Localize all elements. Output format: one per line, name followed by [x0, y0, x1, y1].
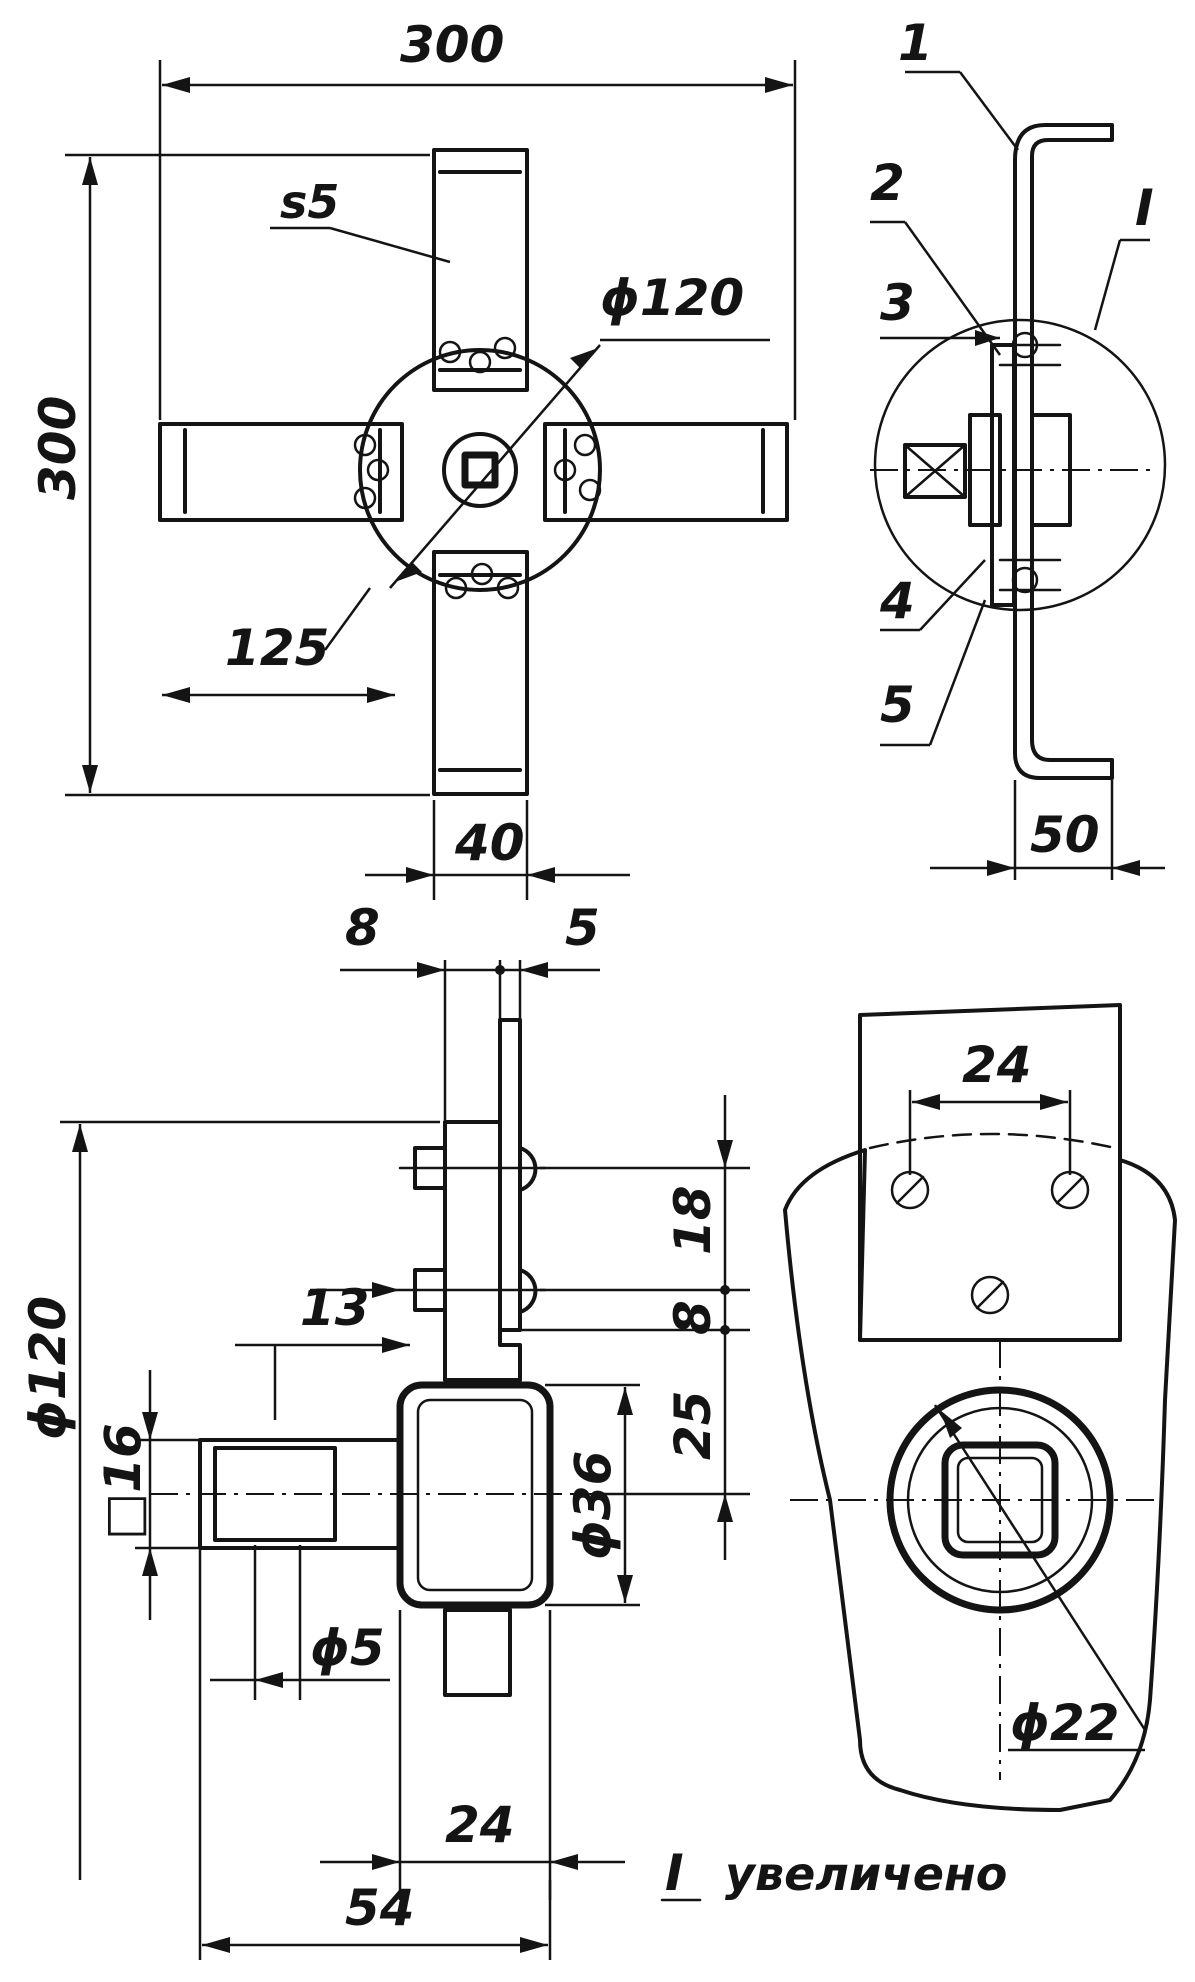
label-sec-8b: 8 [664, 1300, 722, 1335]
label-sec-sq16: □16 [94, 1423, 152, 1540]
label-sec-8: 8 [345, 899, 380, 957]
label-40: 40 [454, 814, 525, 872]
label-sec-24: 24 [445, 1796, 515, 1854]
leader-s5: s5 [270, 175, 451, 264]
dim-300-width: 300 [158, 16, 797, 420]
arm-bottom [432, 550, 529, 796]
dim-50: 50 [930, 780, 1165, 880]
dim-40: 40 [365, 800, 630, 900]
dim-hub-diameter: ϕ120 [389, 269, 770, 589]
detail-dashed-arc [868, 1132, 1117, 1150]
bracket-profile [1013, 123, 1114, 780]
dim-13: 13 [235, 1279, 410, 1420]
label-part-4: 4 [879, 572, 915, 630]
label-sec-dia120: ϕ120 [19, 1296, 77, 1440]
dim-sq16: □16 [94, 1370, 205, 1620]
detail-rivets [890, 1170, 1090, 1315]
dim-sec-24: 24 [320, 1610, 625, 1900]
hub-disc [358, 348, 602, 592]
label-300-width: 300 [400, 16, 504, 74]
label-part-2: 2 [870, 154, 905, 212]
caption-roman-I: I [665, 1844, 684, 1902]
dim-300-height: 300 [29, 153, 430, 797]
hub-plate [990, 343, 1016, 607]
arm-top [432, 148, 529, 392]
label-sec-13: 13 [300, 1279, 370, 1337]
caption-text: увеличено [725, 1847, 1007, 1901]
detail-circle [873, 318, 1167, 612]
label-detail-mark: I [1135, 179, 1154, 237]
blade-section [498, 1018, 522, 1332]
side-view: 1 2 3 4 5 I [870, 14, 1167, 880]
label-300-height: 300 [29, 396, 87, 500]
dim-8-5: 8 5 [340, 899, 600, 1120]
center-boss [442, 432, 518, 508]
detail-view: 24 ϕ22 [783, 1003, 1177, 1812]
section-view: 8 5 18 8 25 13 [19, 899, 750, 1960]
label-sec-dia36: ϕ36 [564, 1451, 622, 1560]
front-view: 300 300 s5 ϕ120 [29, 16, 797, 900]
bolts-top-side [998, 331, 1062, 367]
label-sec-18: 18 [664, 1185, 722, 1255]
det-dim-24: 24 [908, 1036, 1072, 1175]
label-thickness: s5 [280, 175, 339, 229]
label-125: 125 [225, 619, 329, 677]
hub-stub [443, 1608, 512, 1697]
shaft-end [903, 443, 967, 499]
label-50: 50 [1030, 806, 1100, 864]
callout-detail-I: I [1093, 179, 1154, 331]
dim-125: 125 [162, 587, 395, 703]
dim-sec-120: ϕ120 [19, 1120, 440, 1880]
label-sec-dia5: ϕ5 [310, 1619, 385, 1677]
bolt-upper [398, 1146, 547, 1192]
label-part-3: 3 [880, 274, 915, 332]
label-part-5: 5 [880, 676, 915, 734]
dim-right-stack: 18 8 25 [520, 1095, 750, 1560]
callout-4: 4 [879, 559, 986, 632]
callout-1: 1 [898, 14, 1020, 151]
callout-3: 3 [880, 274, 1000, 346]
label-sec-54: 54 [345, 1879, 415, 1937]
label-det-dia22: ϕ22 [1010, 1694, 1119, 1752]
label-part-1: 1 [898, 14, 933, 72]
hub-plate-section [443, 1120, 522, 1382]
label-sec-25: 25 [664, 1390, 722, 1460]
callout-2: 2 [870, 154, 1002, 356]
label-hub-diameter: ϕ120 [600, 269, 744, 327]
detail-plate [858, 1003, 1122, 1342]
bolt-lower [398, 1268, 547, 1314]
detail-caption: I увеличено [660, 1844, 1007, 1902]
dim-sec-36: ϕ36 [545, 1383, 640, 1607]
callout-5: 5 [880, 599, 987, 747]
label-det-24: 24 [962, 1036, 1032, 1094]
bolts-bottom-side [998, 558, 1062, 594]
dim-sec-54: 54 [198, 1550, 552, 1960]
det-dim-22: ϕ22 [933, 1404, 1147, 1752]
arm-right [543, 422, 789, 522]
dim-sec-5: ϕ5 [210, 1545, 390, 1700]
label-sec-5: 5 [565, 899, 600, 957]
arm-left [158, 422, 404, 522]
